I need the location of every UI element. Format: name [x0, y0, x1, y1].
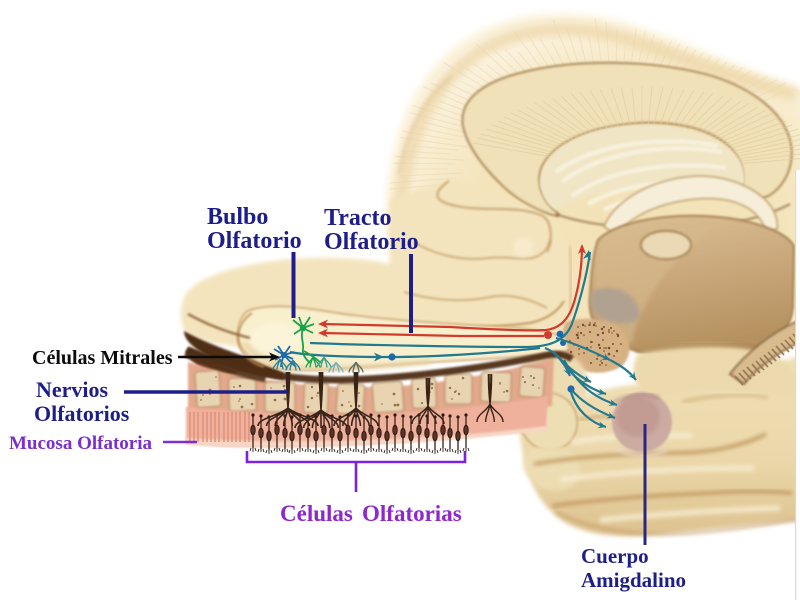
svg-text:Mucosa Olfatoria: Mucosa Olfatoria — [9, 433, 153, 454]
svg-text:Cuerpo: Cuerpo — [581, 544, 649, 568]
svg-text:Nervios: Nervios — [36, 377, 109, 402]
svg-text:Olfatorias: Olfatorias — [362, 501, 462, 526]
svg-text:Olfatorios: Olfatorios — [34, 401, 130, 426]
svg-text:Amigdalino: Amigdalino — [581, 568, 686, 592]
svg-text:Tracto: Tracto — [324, 205, 392, 231]
svg-text:Olfatorio: Olfatorio — [207, 228, 302, 254]
svg-text:Células: Células — [280, 501, 353, 526]
svg-text:Olfatorio: Olfatorio — [324, 229, 419, 255]
svg-text:Bulbo: Bulbo — [207, 204, 268, 230]
svg-text:Células Mitrales: Células Mitrales — [32, 347, 173, 369]
